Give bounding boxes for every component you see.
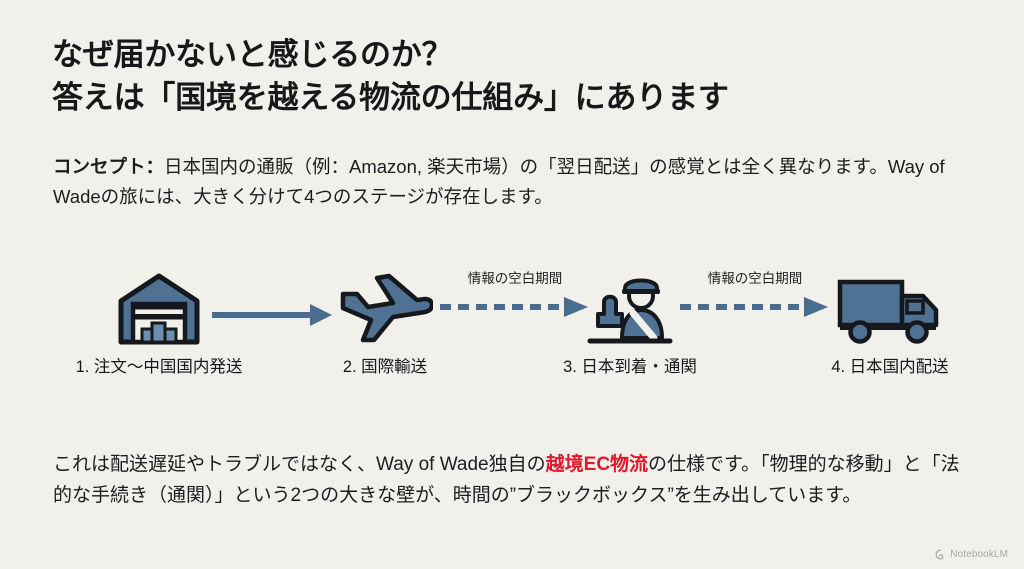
concept-body: 日本国内の通販（例：Amazon, 楽天市場）の「翌日配送」の感覚とは全く異なり… xyxy=(53,156,945,207)
notebooklm-logo-icon xyxy=(935,549,944,560)
stage-2-international-transport: 2. 国際輸送 xyxy=(300,270,470,377)
title-line-1: なぜ届かないと感じるのか？ xyxy=(52,37,453,72)
bottom-highlight: 越境EC物流 xyxy=(545,454,649,475)
stage-1-label: 1. 注文〜中国国内発送 xyxy=(75,358,243,376)
connector-dashed-arrow-2: 情報の空白期間 xyxy=(680,272,830,328)
bottom-text-line-3: ボックス”を生み出しています。 xyxy=(592,484,862,506)
bottom-text-part-1: これは配送遅延やトラブルではなく、Way of Wade独自の xyxy=(53,454,546,475)
concept-paragraph: コンセプト：日本国内の通販（例：Amazon, 楽天市場）の「翌日配送」の感覚と… xyxy=(53,152,958,212)
concept-label: コンセプト： xyxy=(53,156,165,177)
bottom-paragraph: これは配送遅延やトラブルではなく、Way of Wade独自の越境EC物流の仕様… xyxy=(53,450,973,512)
stage-3-label: 3. 日本到着・通関 xyxy=(563,358,697,376)
bottom-text-part-2: の仕様です。 xyxy=(648,454,761,475)
connector-dashed-arrow-1: 情報の空白期間 xyxy=(440,272,590,328)
connector-solid-arrow-1 xyxy=(212,302,334,328)
connector-caption-1: 情報の空白期間 xyxy=(467,271,563,286)
bottom-text-line-2: 「物理的な移動」と「法的な手続き（通関）」という2つの大きな壁が、時間の”ブラッ… xyxy=(53,454,960,506)
logistics-flow-diagram: 1. 注文〜中国国内発送 2. 国際輸送 情報の空白期間 xyxy=(0,262,1024,397)
stage-4-japan-domestic-delivery: 4. 日本国内配送 xyxy=(790,270,990,377)
page-title: なぜ届かないと感じるのか？ 答えは「国境を越える物流の仕組み」にあります xyxy=(52,33,982,120)
airplane-icon xyxy=(300,270,470,348)
connector-caption-2: 情報の空白期間 xyxy=(707,271,803,286)
customs-officer-icon xyxy=(530,270,730,348)
stage-2-label: 2. 国際輸送 xyxy=(342,358,428,376)
warehouse-icon xyxy=(54,270,264,348)
notebooklm-watermark: NotebookLM xyxy=(935,549,1008,560)
stage-3-japan-arrival-customs: 3. 日本到着・通関 xyxy=(530,270,730,377)
stage-1-order-domestic-shipping: 1. 注文〜中国国内発送 xyxy=(54,270,264,377)
delivery-truck-icon xyxy=(790,270,990,348)
watermark-label: NotebookLM xyxy=(950,549,1008,560)
title-line-2: 答えは「国境を越える物流の仕組み」にあります xyxy=(52,80,729,116)
stage-4-label: 4. 日本国内配送 xyxy=(831,358,949,376)
